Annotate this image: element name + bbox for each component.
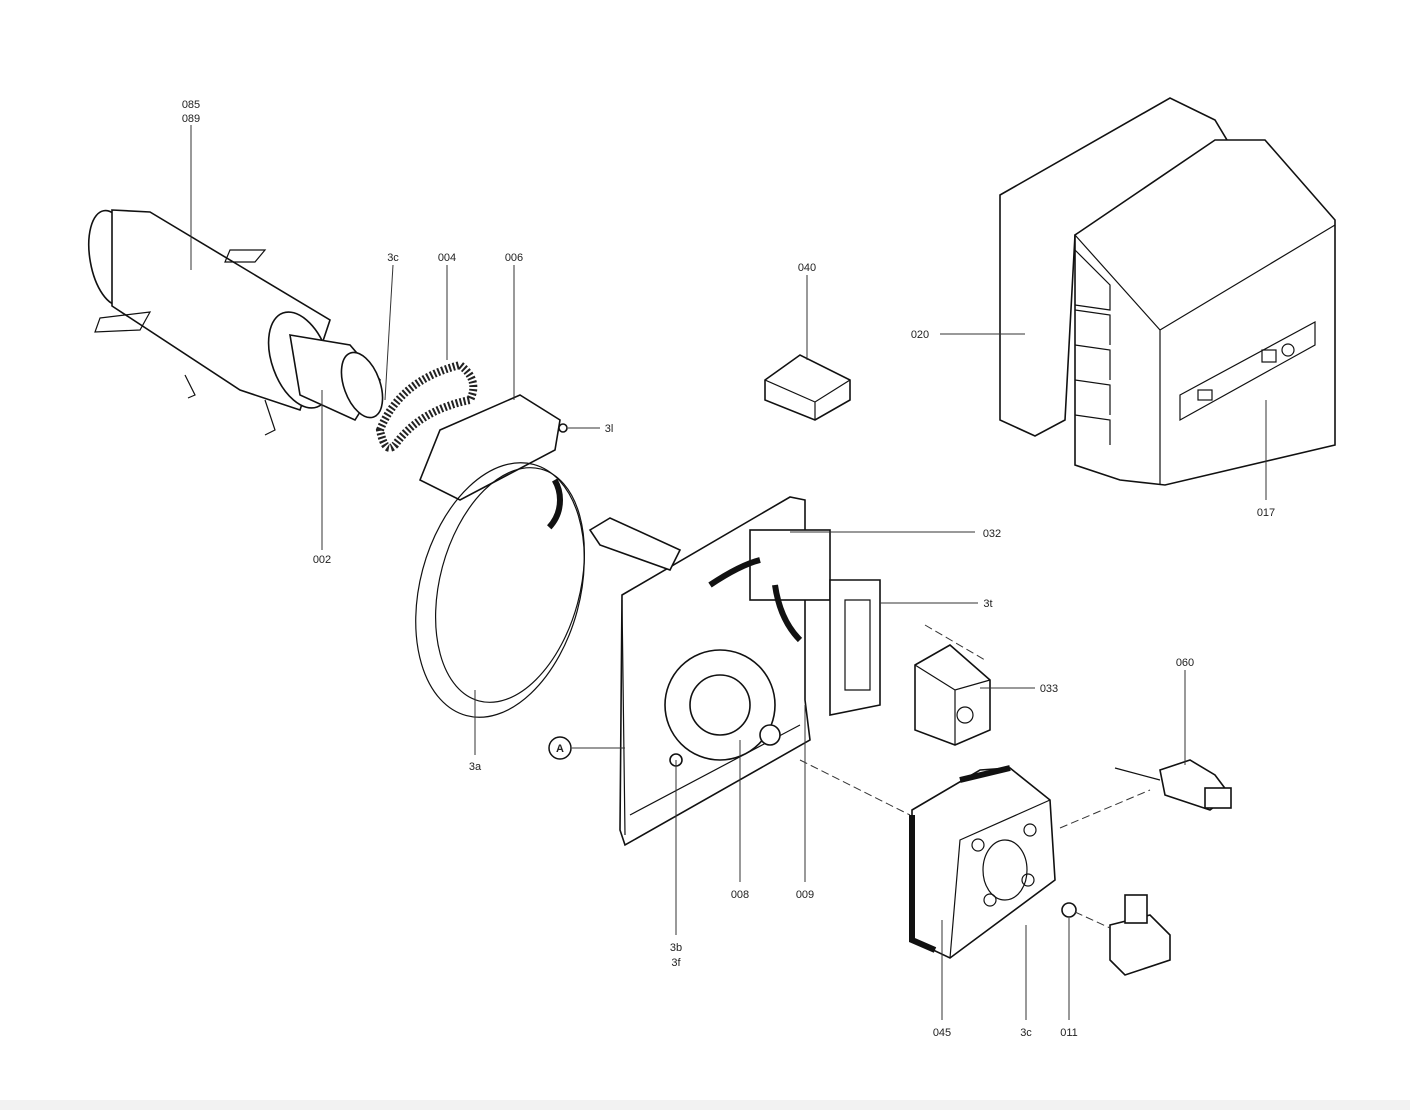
part-label-3c-screw: 3c bbox=[1020, 1027, 1032, 1039]
flange-part bbox=[415, 394, 586, 718]
part-label-3b: 3b bbox=[670, 942, 682, 954]
part-label-004: 004 bbox=[438, 252, 456, 264]
cover-part bbox=[999, 97, 1336, 486]
part-label-002: 002 bbox=[313, 554, 331, 566]
part-label-3t: 3t bbox=[983, 598, 992, 610]
part-label-3a: 3a bbox=[469, 761, 482, 773]
leader-lines bbox=[190, 125, 1267, 1020]
part-label-033: 033 bbox=[1040, 683, 1058, 695]
callout-circle-a bbox=[548, 736, 572, 760]
part-label-032: 032 bbox=[983, 528, 1001, 540]
part-label-3f: 3f bbox=[671, 957, 681, 969]
part-label-011: 011 bbox=[1060, 1027, 1078, 1039]
part-label-089: 089 bbox=[182, 113, 200, 125]
mounting-plate-part bbox=[588, 496, 881, 847]
solenoid-part bbox=[1114, 759, 1232, 811]
part-label-020: 020 bbox=[911, 329, 929, 341]
ignition-part bbox=[764, 354, 851, 421]
part-label-045: 045 bbox=[933, 1027, 951, 1039]
part-label-3l: 3l bbox=[605, 423, 614, 435]
part-label-006: 006 bbox=[505, 252, 523, 264]
blast-tube-part bbox=[87, 209, 384, 436]
part-label-a: A bbox=[556, 743, 564, 755]
housing-part bbox=[909, 765, 1056, 959]
pump-part bbox=[1061, 894, 1171, 976]
gasket-part bbox=[375, 360, 478, 452]
cap-part bbox=[914, 644, 991, 746]
bottom-bar bbox=[0, 1100, 1410, 1110]
part-label-060: 060 bbox=[1176, 657, 1194, 669]
part-label-017: 017 bbox=[1257, 507, 1275, 519]
part-label-009: 009 bbox=[796, 889, 814, 901]
part-label-3c: 3c bbox=[387, 252, 399, 264]
part-label-008: 008 bbox=[731, 889, 749, 901]
part-label-085: 085 bbox=[182, 99, 200, 111]
part-label-040: 040 bbox=[798, 262, 816, 274]
